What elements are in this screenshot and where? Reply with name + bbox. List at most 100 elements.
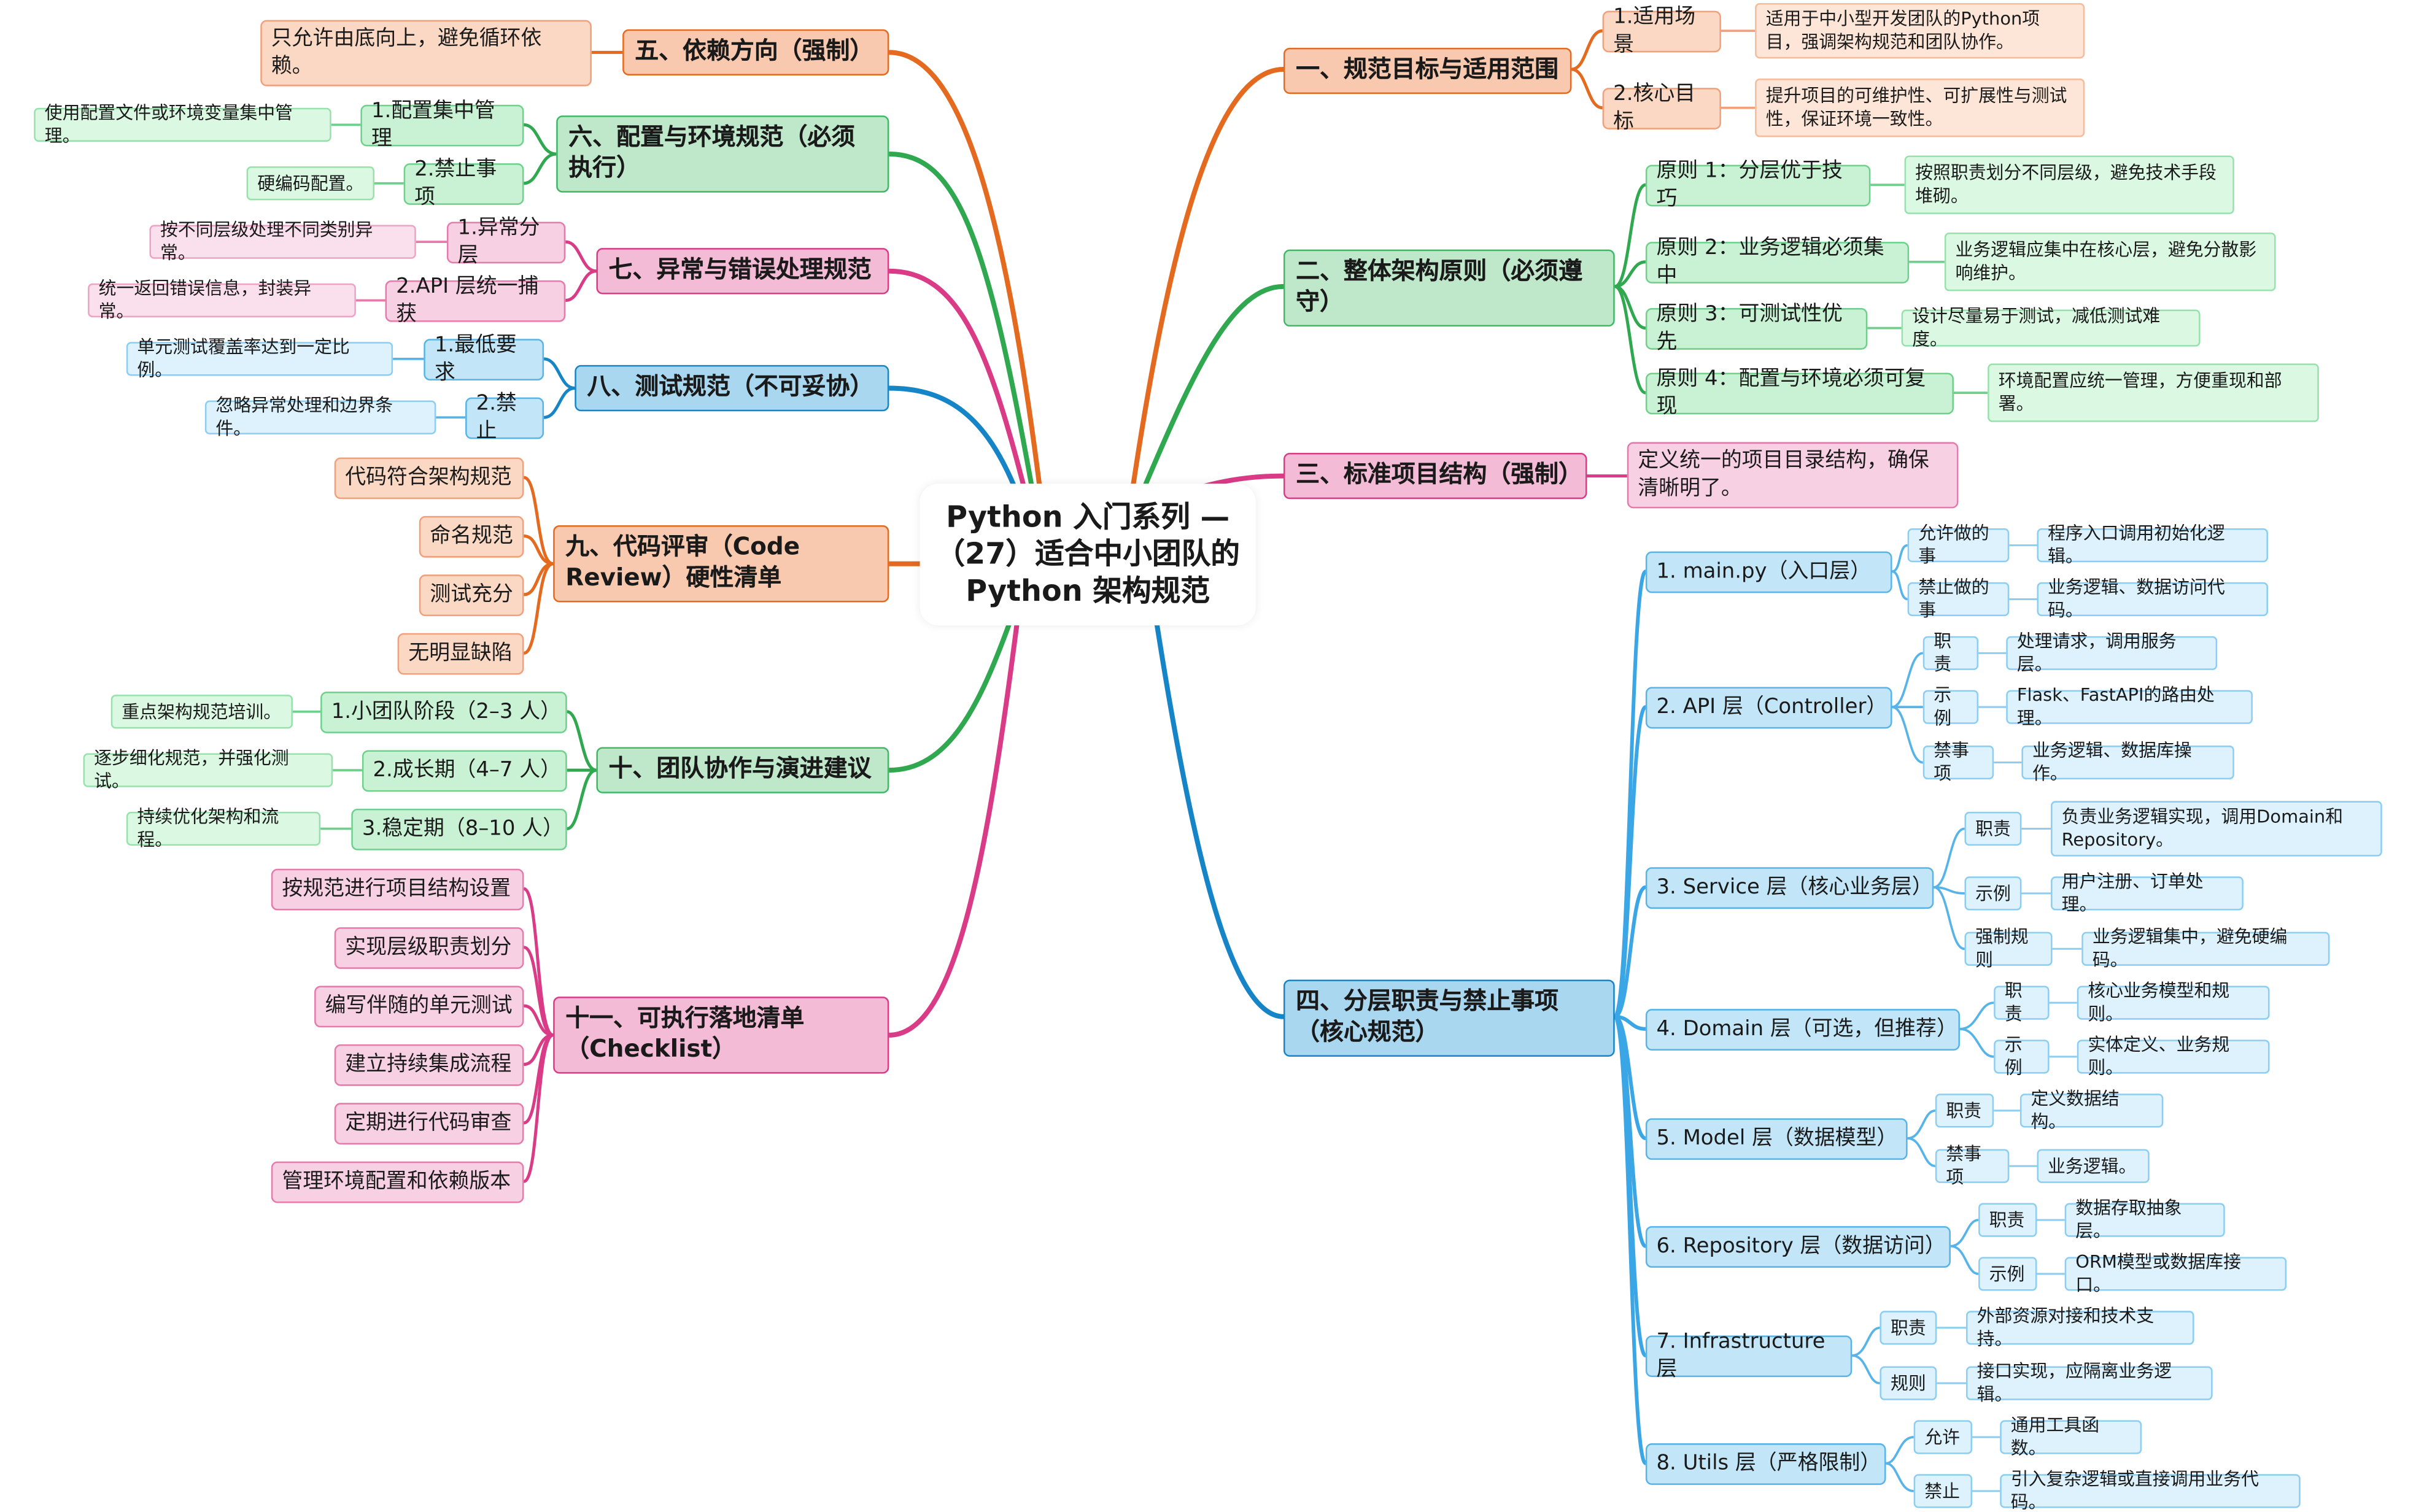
layer-service-duty-key[interactable]: 职责 — [1964, 811, 2022, 846]
topic-config-environment[interactable]: 六、配置与环境规范（必须执行） — [556, 115, 889, 193]
layer-utils-forbidden-value[interactable]: 引入复杂逻辑或直接调用业务代码。 — [2000, 1468, 2301, 1512]
checklist-no-defects[interactable]: 无明显缺陷 — [397, 633, 524, 675]
subtopic-growth[interactable]: 2.成长期（4–7 人） — [362, 750, 567, 792]
layer-api-example-key[interactable]: 示例 — [1922, 684, 1979, 728]
note-principle-1[interactable]: 按照职责划分不同层级，避免技术手段堆砌。 — [1904, 155, 2234, 214]
topic-exception-handling[interactable]: 七、异常与错误处理规范 — [596, 248, 889, 295]
layer-main-forbidden-value[interactable]: 业务逻辑、数据访问代码。 — [2037, 577, 2269, 621]
layer-domain[interactable]: 4. Domain 层（可选，但推荐） — [1645, 1009, 1960, 1051]
layer-model-forbidden-value[interactable]: 业务逻辑。 — [2037, 1149, 2150, 1183]
layer-infrastructure-duty-key[interactable]: 职责 — [1880, 1311, 1937, 1345]
topic-testing[interactable]: 八、测试规范（不可妥协） — [575, 364, 889, 412]
layer-repository[interactable]: 6. Repository 层（数据访问） — [1645, 1226, 1951, 1268]
note-config-forbidden[interactable]: 硬编码配置。 — [246, 166, 374, 201]
topic-dependency-direction[interactable]: 五、依赖方向（强制） — [622, 29, 889, 75]
subtopic-principle-3[interactable]: 原则 3：可测试性优先 — [1645, 303, 1868, 353]
topic-code-review[interactable]: 九、代码评审（Code Review）硬性清单 — [553, 525, 889, 603]
note-project-structure[interactable]: 定义统一的项目目录结构，确保清晰明了。 — [1627, 442, 1959, 509]
checklist-item-env[interactable]: 管理环境配置和依赖版本 — [271, 1161, 524, 1203]
subtopic-config-central[interactable]: 1.配置集中管理 — [360, 99, 524, 150]
subtopic-principle-2[interactable]: 原则 2：业务逻辑必须集中 — [1645, 236, 1910, 287]
layer-api-forbidden-key[interactable]: 禁事项 — [1922, 740, 1994, 784]
checklist-item-ci[interactable]: 建立持续集成流程 — [334, 1044, 524, 1086]
layer-api-forbidden-value[interactable]: 业务逻辑、数据库操作。 — [2021, 740, 2234, 784]
subtopic-small-team[interactable]: 1.小团队阶段（2–3 人） — [320, 692, 567, 733]
layer-infrastructure-rule-value[interactable]: 接口实现，应隔离业务逻辑。 — [1966, 1360, 2213, 1405]
checklist-item-unit-tests[interactable]: 编写伴随的单元测试 — [314, 986, 524, 1028]
layer-service-rule-value[interactable]: 业务逻辑集中，避免硬编码。 — [2081, 926, 2330, 970]
subtopic-stable[interactable]: 3.稳定期（8–10 人） — [351, 808, 567, 850]
layer-main-allowed-key[interactable]: 允许做的事 — [1907, 523, 2010, 567]
note-core-goal[interactable]: 提升项目的可维护性、可扩展性与测试性，保证环境一致性。 — [1755, 79, 2085, 137]
layer-service-example-value[interactable]: 用户注册、订单处理。 — [2051, 871, 2244, 915]
layer-infrastructure-rule-key[interactable]: 规则 — [1880, 1366, 1937, 1400]
layer-model-duty-value[interactable]: 定义数据结构。 — [2019, 1088, 2164, 1132]
layer-model-forbidden-key[interactable]: 禁事项 — [1935, 1143, 2010, 1187]
topic-goals-scope[interactable]: 一、规范目标与适用范围 — [1283, 47, 1572, 94]
subtopic-principle-1[interactable]: 原则 1：分层优于技巧 — [1645, 159, 1871, 210]
note-principle-3[interactable]: 设计尽量易于测试，减低测试难度。 — [1901, 306, 2201, 350]
layer-service-duty-value[interactable]: 负责业务逻辑实现，调用Domain和Repository。 — [2051, 801, 2382, 857]
layer-domain-example-key[interactable]: 示例 — [1994, 1034, 2050, 1078]
layer-repository-duty-key[interactable]: 职责 — [1978, 1203, 2037, 1237]
root-title: Python 入门系列 —（27）适合中小团队的 Python 架构规范 — [935, 500, 1241, 609]
note-testing-minimum[interactable]: 单元测试覆盖率达到一定比例。 — [126, 336, 393, 380]
note-dependency-direction[interactable]: 只允许由底向上，避免循环依赖。 — [260, 20, 592, 87]
topic-project-structure[interactable]: 三、标准项目结构（强制） — [1283, 452, 1587, 500]
checklist-naming[interactable]: 命名规范 — [419, 515, 524, 558]
note-testing-forbidden[interactable]: 忽略异常处理和边界条件。 — [204, 395, 436, 439]
layer-utils-allowed-key[interactable]: 允许 — [1913, 1420, 1973, 1454]
layer-domain-example-value[interactable]: 实体定义、业务规则。 — [2077, 1034, 2270, 1078]
checklist-item-layers[interactable]: 实现层级职责划分 — [334, 927, 524, 969]
layer-api-duty-key[interactable]: 职责 — [1922, 630, 1979, 674]
layer-main-forbidden-key[interactable]: 禁止做的事 — [1907, 577, 2010, 621]
layer-infrastructure-duty-value[interactable]: 外部资源对接和技术支持。 — [1966, 1305, 2194, 1349]
layer-model-duty-key[interactable]: 职责 — [1935, 1094, 1994, 1128]
root-topic[interactable]: Python 入门系列 —（27）适合中小团队的 Python 架构规范 — [920, 484, 1256, 626]
layer-api[interactable]: 2. API 层（Controller） — [1645, 687, 1892, 729]
subtopic-api-catch[interactable]: 2.API 层统一捕获 — [385, 274, 566, 326]
subtopic-principle-4[interactable]: 原则 4：配置与环境必须可复现 — [1645, 367, 1954, 418]
layer-repository-example-value[interactable]: ORM模型或数据库接口。 — [2064, 1251, 2287, 1295]
subtopic-scenario[interactable]: 1.适用场景 — [1602, 5, 1721, 56]
subtopic-testing-forbidden[interactable]: 2.禁止 — [465, 392, 544, 443]
subtopic-testing-minimum[interactable]: 1.最低要求 — [424, 333, 544, 384]
layer-service-example-key[interactable]: 示例 — [1964, 876, 2022, 911]
layer-utils-allowed-value[interactable]: 通用工具函数。 — [2000, 1414, 2142, 1459]
checklist-arch-compliance[interactable]: 代码符合架构规范 — [334, 457, 524, 500]
subtopic-core-goal[interactable]: 2.核心目标 — [1602, 82, 1721, 133]
layer-domain-duty-key[interactable]: 职责 — [1994, 980, 2050, 1024]
layer-service-rule-key[interactable]: 强制规则 — [1964, 926, 2053, 970]
note-scenario[interactable]: 适用于中小型开发团队的Python项目，强调架构规范和团队协作。 — [1755, 3, 2085, 59]
note-small-team[interactable]: 重点架构规范培训。 — [110, 695, 293, 729]
layer-main-entry[interactable]: 1. main.py（入口层） — [1645, 551, 1892, 593]
layer-repository-example-key[interactable]: 示例 — [1978, 1257, 2037, 1291]
layer-repository-duty-value[interactable]: 数据存取抽象层。 — [2064, 1197, 2225, 1241]
layer-utils-forbidden-key[interactable]: 禁止 — [1913, 1474, 1973, 1508]
layer-model[interactable]: 5. Model 层（数据模型） — [1645, 1118, 1908, 1160]
topic-team-collaboration[interactable]: 十、团队协作与演进建议 — [596, 747, 889, 793]
subtopic-config-forbidden[interactable]: 2.禁止事项 — [403, 158, 524, 209]
layer-api-duty-value[interactable]: 处理请求，调用服务层。 — [2006, 630, 2218, 674]
subtopic-exception-layering[interactable]: 1.异常分层 — [446, 216, 566, 268]
topic-architecture-principles[interactable]: 二、整体架构原则（必须遵守） — [1283, 249, 1615, 327]
note-principle-4[interactable]: 环境配置应统一管理，方便重现和部署。 — [1988, 363, 2319, 422]
layer-utils[interactable]: 8. Utils 层（严格限制） — [1645, 1443, 1886, 1485]
layer-service[interactable]: 3. Service 层（核心业务层） — [1645, 867, 1934, 909]
layer-api-example-value[interactable]: Flask、FastAPI的路由处理。 — [2006, 684, 2253, 728]
checklist-item-structure[interactable]: 按规范进行项目结构设置 — [271, 868, 524, 911]
note-config-central[interactable]: 使用配置文件或环境变量集中管理。 — [34, 102, 331, 146]
note-growth[interactable]: 逐步细化规范，并强化测试。 — [83, 747, 333, 792]
note-api-catch[interactable]: 统一返回错误信息，封装异常。 — [88, 278, 356, 322]
layer-infrastructure[interactable]: 7. Infrastructure 层 — [1645, 1330, 1853, 1381]
checklist-testing[interactable]: 测试充分 — [419, 574, 524, 617]
note-principle-2[interactable]: 业务逻辑应集中在核心层，避免分散影响维护。 — [1944, 233, 2276, 291]
topic-layer-responsibilities[interactable]: 四、分层职责与禁止事项（核心规范） — [1283, 979, 1615, 1057]
note-exception-layering[interactable]: 按不同层级处理不同类别异常。 — [149, 219, 416, 263]
checklist-item-review[interactable]: 定期进行代码审查 — [334, 1103, 524, 1145]
layer-domain-duty-value[interactable]: 核心业务模型和规则。 — [2077, 980, 2270, 1024]
layer-main-allowed-value[interactable]: 程序入口调用初始化逻辑。 — [2037, 523, 2269, 567]
note-stable[interactable]: 持续优化架构和流程。 — [126, 806, 321, 850]
topic-checklist[interactable]: 十一、可执行落地清单（Checklist） — [553, 997, 889, 1074]
